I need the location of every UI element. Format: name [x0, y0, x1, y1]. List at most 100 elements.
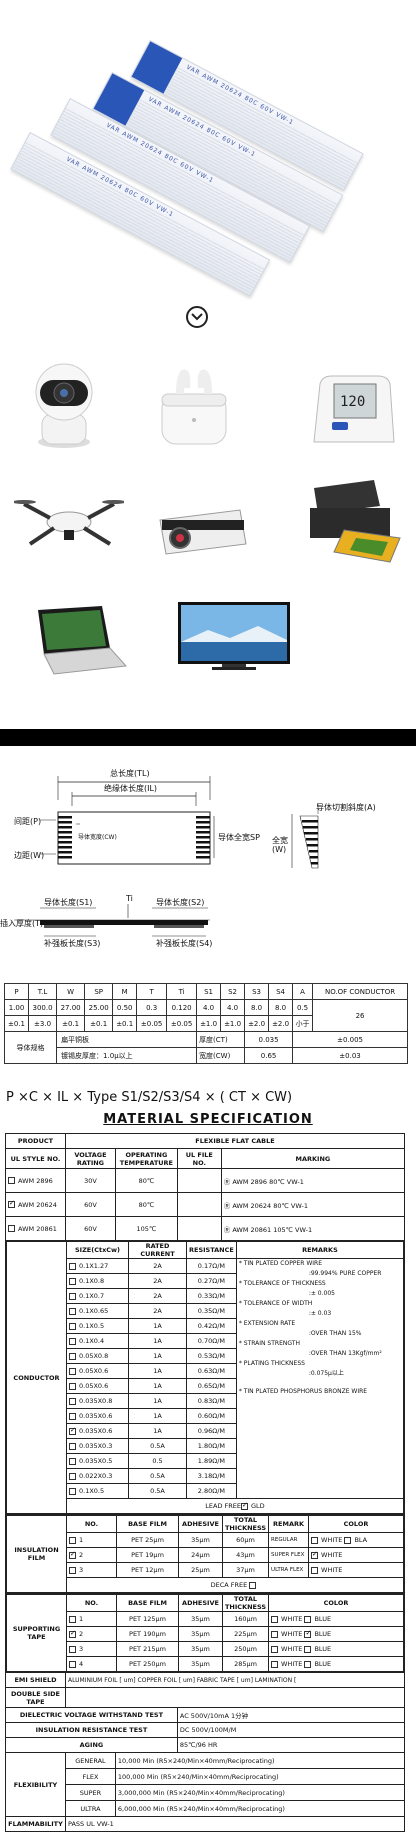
tape-header: BASE FILM [116, 1594, 179, 1612]
tape-value: 225μm [221, 1626, 270, 1642]
film-checkbox[interactable] [69, 1550, 76, 1559]
size-value: 0.05X0.8 [79, 1352, 109, 1360]
film-header: COLOR [308, 1515, 404, 1533]
tape-value: 35μm [178, 1611, 223, 1627]
film-no: 3 [79, 1566, 84, 1574]
blue-checkbox[interactable] [304, 1615, 312, 1623]
ul-style-no: AWM 20624 [18, 1200, 57, 1209]
ul-style-checkbox[interactable] [8, 1177, 15, 1184]
white-checkbox[interactable] [271, 1630, 279, 1638]
param-header: S3 [244, 983, 270, 1000]
tape-checkbox[interactable] [69, 1660, 76, 1668]
param-tolerance: ±2.0 [244, 1015, 270, 1032]
param-value: 300.0 [27, 999, 58, 1016]
conductor-header: SIZE(CtxCw) [66, 1241, 129, 1259]
black-checkbox[interactable] [344, 1536, 352, 1544]
deca-free-checkbox[interactable] [249, 1581, 257, 1589]
film-value: 37μm [221, 1562, 270, 1578]
rated-current: 1A [128, 1333, 187, 1349]
size-checkbox[interactable] [69, 1412, 76, 1420]
section-divider [0, 729, 416, 746]
param-header: S2 [220, 983, 246, 1000]
size-checkbox[interactable] [69, 1442, 76, 1450]
size-checkbox[interactable] [69, 1472, 76, 1480]
param-value: 0.120 [166, 999, 198, 1016]
gld-label: GLD [251, 1502, 265, 1510]
size-checkbox[interactable] [69, 1277, 76, 1285]
size-checkbox[interactable] [69, 1487, 76, 1495]
blue-checkbox[interactable] [304, 1660, 312, 1668]
film-checkbox[interactable] [69, 1536, 76, 1544]
param-value: 4.0 [220, 999, 246, 1016]
spec-label: 导体规格 [3, 1031, 58, 1064]
tin-thickness: 镀锡皮厚度：1.0μ以上 [56, 1047, 198, 1064]
size-value: 0.1X0.5 [79, 1322, 105, 1330]
tape-checkbox[interactable] [69, 1645, 76, 1653]
tape-checkbox[interactable] [69, 1629, 76, 1638]
tape-checkbox[interactable] [69, 1615, 76, 1623]
remark-line: * STRAIN STRENGTH [238, 1340, 300, 1347]
tape-value: 35μm [178, 1626, 223, 1642]
rated-current: 1A [128, 1393, 187, 1409]
size-checkbox[interactable] [69, 1262, 76, 1270]
size-checkbox[interactable] [69, 1322, 76, 1330]
ul-style-no: AWM 20861 [18, 1224, 57, 1233]
param-tolerance: ±2.0 [268, 1015, 294, 1032]
param-value: 8.0 [244, 999, 270, 1016]
size-checkbox[interactable] [69, 1292, 76, 1300]
size-checkbox[interactable] [69, 1307, 76, 1315]
size-checkbox[interactable] [69, 1457, 76, 1465]
size-checkbox[interactable] [69, 1337, 76, 1345]
size-value: 0.05X0.6 [79, 1382, 109, 1390]
rated-current: 0.5A [128, 1468, 187, 1484]
size-checkbox[interactable] [69, 1367, 76, 1375]
param-header: Ti [166, 983, 198, 1000]
emi-shield-label: EMI SHIELD [5, 1672, 66, 1688]
conductor-label: CONDUCTOR [6, 1241, 67, 1514]
size-value: 0.1X0.4 [79, 1337, 105, 1345]
ul-style-checkbox[interactable] [8, 1199, 15, 1208]
dim-total-length: 总长度(TL) [110, 769, 150, 778]
resistance-value: 3.18Ω/M [186, 1468, 237, 1484]
material-spec-title: MATERIAL SPECIFICATION [103, 1112, 313, 1127]
color-blue: BLUE [314, 1645, 332, 1653]
color-blue: BLUE [314, 1630, 332, 1638]
lead-free-checkbox[interactable] [241, 1501, 249, 1510]
ul-style-checkbox[interactable] [8, 1225, 15, 1232]
resistance-value: 0.96Ω/M [186, 1423, 237, 1439]
size-checkbox[interactable] [69, 1397, 76, 1405]
flex-grade: FLEX [64, 1768, 116, 1785]
blue-checkbox[interactable] [304, 1629, 312, 1638]
dielectric-label: DIELECTRIC VOLTAGE WITHSTAND TEST [5, 1707, 178, 1723]
white-checkbox[interactable] [311, 1566, 319, 1574]
resistance-value: 0.60Ω/M [186, 1408, 237, 1424]
white-checkbox[interactable] [271, 1645, 279, 1653]
film-checkbox[interactable] [69, 1566, 76, 1574]
tape-value: PET 215μm [116, 1641, 179, 1657]
size-checkbox[interactable] [69, 1426, 76, 1435]
white-checkbox[interactable] [271, 1615, 279, 1623]
white-checkbox[interactable] [271, 1660, 279, 1668]
color-white: WHITE [321, 1566, 343, 1574]
tape-header: NO. [66, 1594, 117, 1612]
white-checkbox[interactable] [311, 1536, 319, 1544]
remark-line: * EXTENSION RATE [238, 1320, 296, 1327]
color-white: WHITE [281, 1615, 303, 1623]
size-value: 0.035X0.8 [79, 1397, 113, 1405]
tape-value: PET 250μm [116, 1656, 179, 1672]
flex-value: 100,000 Min (R5×240/Min×40mm/Reciprocati… [114, 1768, 406, 1785]
laptop-image [38, 606, 128, 675]
white-checkbox[interactable] [311, 1550, 319, 1559]
blue-checkbox[interactable] [304, 1645, 312, 1653]
voltage-value: 60V [64, 1216, 116, 1241]
tape-no: 4 [79, 1660, 84, 1668]
size-checkbox[interactable] [69, 1352, 76, 1360]
size-checkbox[interactable] [69, 1382, 76, 1390]
